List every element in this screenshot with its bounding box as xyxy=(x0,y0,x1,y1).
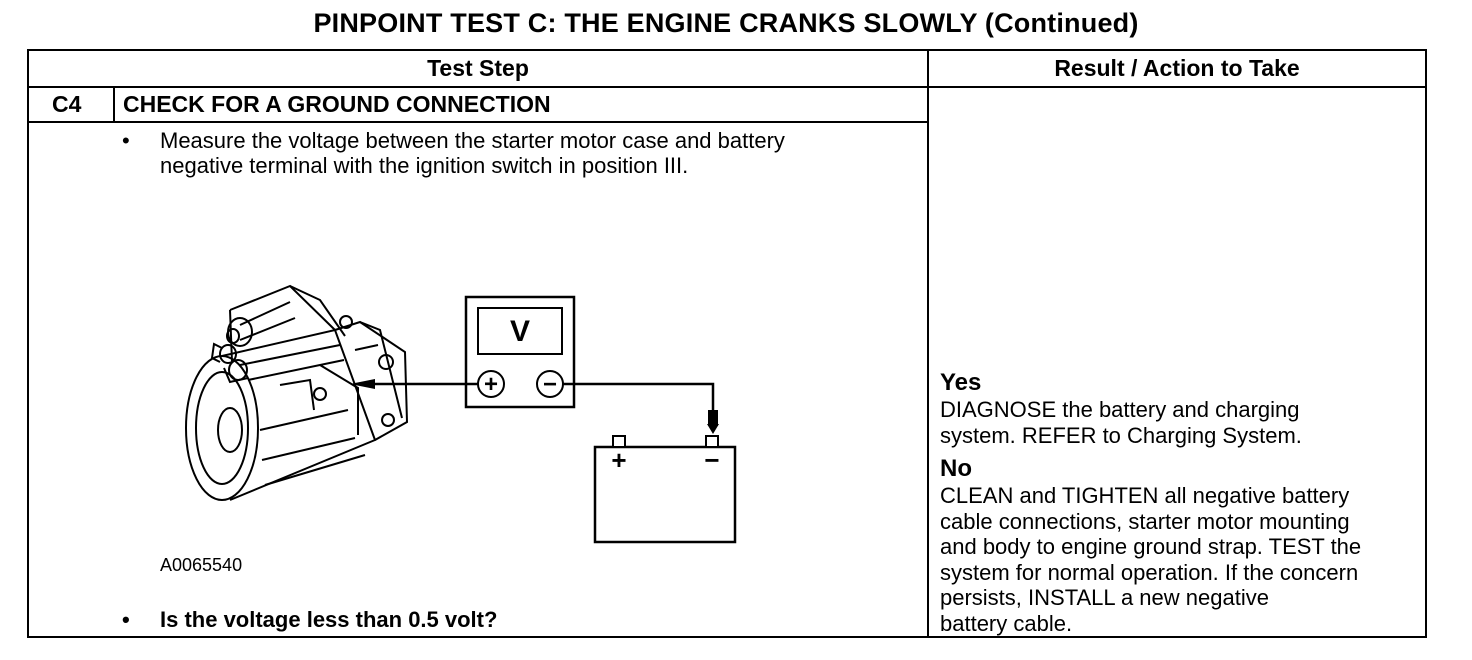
test-leads xyxy=(375,382,715,418)
test-table xyxy=(27,49,1427,638)
bullet-dot: • xyxy=(122,607,130,632)
result-no-label: No xyxy=(940,455,972,482)
step-id-divider xyxy=(113,88,115,121)
meter-positive-terminal: + xyxy=(484,371,498,398)
lead-probes xyxy=(350,379,719,434)
page-title: PINPOINT TEST C: THE ENGINE CRANKS SLOWL… xyxy=(313,8,1139,38)
header-divider xyxy=(29,86,1425,88)
result-yes-action: DIAGNOSE the battery and charging system… xyxy=(940,397,1302,448)
battery xyxy=(593,435,737,544)
battery-negative-terminal: − xyxy=(704,445,719,475)
step-title: CHECK FOR A GROUND CONNECTION xyxy=(123,91,551,117)
voltmeter-label: V xyxy=(510,315,530,348)
figure-id: A0065540 xyxy=(160,555,243,575)
question-text: Is the voltage less than 0.5 volt? xyxy=(160,607,498,632)
instruction-text: Measure the voltage between the starter … xyxy=(160,128,785,178)
column-divider xyxy=(927,51,929,636)
battery-positive-terminal: + xyxy=(611,445,626,475)
voltmeter xyxy=(464,295,576,409)
step-id: C4 xyxy=(52,91,82,117)
header-test-step: Test Step xyxy=(427,55,529,81)
starter-motor-illustration xyxy=(185,284,409,501)
header-result-action: Result / Action to Take xyxy=(1054,55,1300,81)
step-title-divider xyxy=(29,121,927,123)
question-bullet: • Is the voltage less than 0.5 volt? xyxy=(122,607,912,635)
starter-voltage-diagram: V + − + − xyxy=(185,284,737,544)
bullet-dot: • xyxy=(122,128,130,153)
instruction-bullet: • Measure the voltage between the starte… xyxy=(122,128,912,183)
meter-negative-terminal: − xyxy=(543,371,557,398)
result-no-action: CLEAN and TIGHTEN all negative battery c… xyxy=(940,483,1362,636)
result-yes-label: Yes xyxy=(940,369,982,396)
